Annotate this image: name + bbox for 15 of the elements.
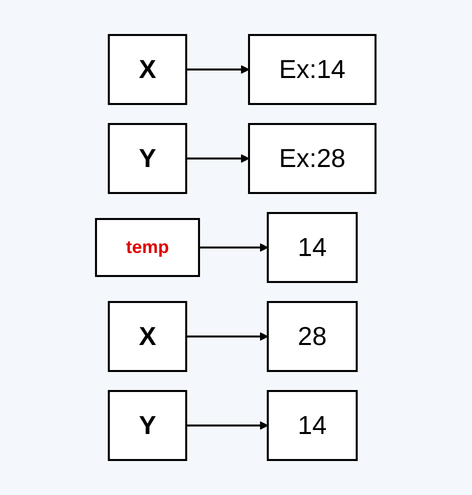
arrow [186, 65, 250, 74]
arrow [186, 154, 250, 163]
node-box: Ex:14 [248, 34, 377, 105]
node-box: 14 [267, 390, 358, 461]
node-box: 28 [267, 301, 358, 372]
node-box: temp [95, 218, 200, 277]
arrow [199, 243, 268, 252]
node-box: X [108, 301, 188, 372]
arrow [186, 421, 268, 430]
arrow [186, 332, 268, 341]
node-box: 14 [267, 212, 358, 283]
node-box: X [108, 34, 188, 105]
node-box: Y [108, 390, 188, 461]
node-box: Y [108, 123, 188, 194]
node-box: Ex:28 [248, 123, 377, 194]
